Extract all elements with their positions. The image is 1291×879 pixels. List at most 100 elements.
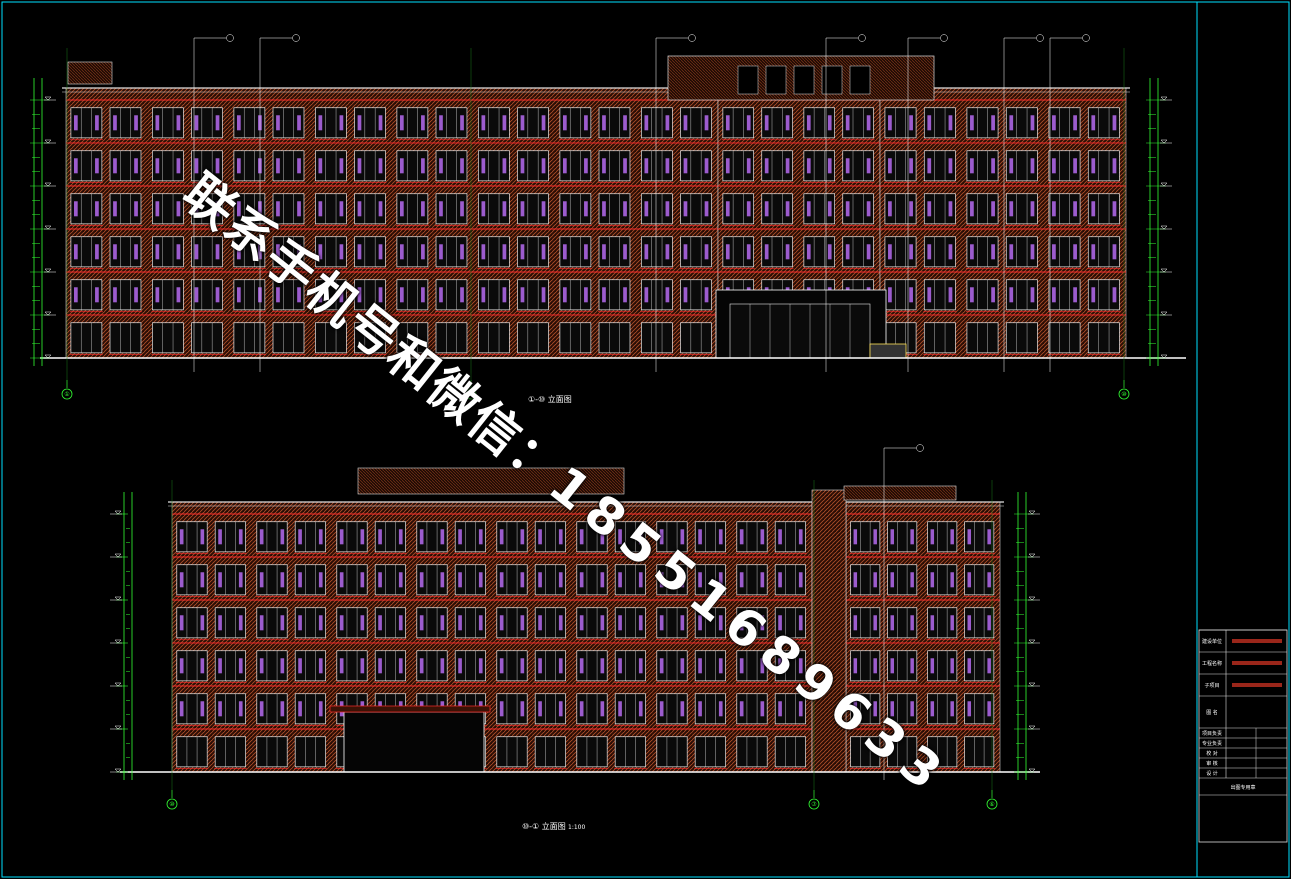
axis-bubble	[61, 388, 73, 400]
title-row-label: 校 对	[1206, 750, 1218, 757]
glass-panel	[890, 615, 895, 631]
glass-panel	[215, 115, 220, 131]
window	[272, 322, 305, 354]
callout-bubble	[1036, 34, 1044, 42]
glass-panel	[1073, 287, 1077, 303]
glass-panel	[259, 658, 264, 674]
glass-panel	[991, 201, 995, 217]
glass-panel	[259, 615, 264, 631]
glass-panel	[538, 615, 542, 631]
glass-panel	[1073, 158, 1077, 174]
glass-panel	[927, 201, 932, 217]
glass-panel	[562, 287, 567, 303]
glass-panel	[967, 658, 972, 674]
glass-panel	[378, 615, 382, 631]
glass-panel	[259, 529, 264, 545]
glass-panel	[618, 701, 622, 717]
glass-panel	[910, 572, 914, 588]
glass-panel	[827, 201, 832, 217]
glass-panel	[760, 701, 765, 717]
glass-panel	[499, 658, 504, 674]
glass-panel	[698, 701, 702, 717]
glass-panel	[298, 615, 302, 631]
glass-panel	[602, 287, 606, 303]
glass-panel	[644, 115, 649, 131]
glass-panel	[602, 201, 606, 217]
glass-panel	[155, 158, 160, 174]
title-row-label: 图 名	[1206, 709, 1218, 716]
glass-panel	[1009, 158, 1014, 174]
glass-panel	[360, 615, 365, 631]
glass-panel	[873, 658, 877, 674]
glass-panel	[866, 115, 871, 131]
glass-panel	[458, 529, 462, 545]
glass-panel	[439, 158, 443, 174]
glass-panel	[778, 658, 782, 674]
glass-panel	[1112, 244, 1117, 260]
glass-panel	[562, 158, 567, 174]
glass-panel	[179, 615, 184, 631]
glass-panel	[155, 201, 160, 217]
window	[576, 736, 608, 768]
glass-panel	[419, 658, 424, 674]
glass-panel	[698, 615, 702, 631]
glass-panel	[318, 658, 323, 674]
glass-panel	[558, 529, 563, 545]
window	[256, 736, 288, 768]
glass-panel	[439, 201, 443, 217]
link-wall	[811, 489, 847, 773]
glass-panel	[739, 701, 744, 717]
window	[598, 322, 631, 354]
window	[294, 736, 326, 768]
glass-panel	[1052, 287, 1056, 303]
glass-panel	[520, 658, 525, 674]
glass-panel	[927, 244, 932, 260]
entrance-glazing	[729, 303, 871, 359]
glass-panel	[698, 658, 702, 674]
level-symbol	[1160, 96, 1168, 101]
glass-panel	[890, 701, 895, 717]
glass-panel	[134, 158, 138, 174]
glass-panel	[909, 158, 913, 174]
glass-panel	[318, 287, 323, 303]
glass-panel	[421, 244, 425, 260]
glass-panel	[558, 572, 563, 588]
glass-panel	[558, 658, 563, 674]
glass-panel	[439, 244, 443, 260]
glass-panel	[155, 244, 160, 260]
glass-panel	[579, 615, 584, 631]
glass-panel	[481, 244, 486, 260]
glass-panel	[502, 115, 507, 131]
glass-panel	[704, 201, 709, 217]
glass-panel	[967, 615, 972, 631]
glass-panel	[339, 201, 344, 217]
glass-panel	[520, 287, 525, 303]
glass-panel	[541, 115, 546, 131]
glass-panel	[600, 529, 605, 545]
glass-panel	[704, 244, 709, 260]
glass-panel	[280, 615, 285, 631]
level-symbol	[1028, 768, 1036, 773]
glass-panel	[739, 529, 744, 545]
glass-panel	[718, 615, 723, 631]
glass-panel	[683, 201, 688, 217]
glass-panel	[1091, 201, 1096, 217]
glass-panel	[357, 244, 362, 260]
glass-panel	[499, 529, 504, 545]
glass-panel	[746, 244, 751, 260]
glass-panel	[970, 158, 974, 174]
glass-panel	[970, 201, 974, 217]
glass-panel	[948, 244, 953, 260]
glass-panel	[910, 701, 914, 717]
level-symbol	[44, 96, 52, 101]
glass-panel	[236, 115, 241, 131]
glass-panel	[725, 244, 730, 260]
glass-panel	[298, 658, 302, 674]
glass-panel	[644, 244, 649, 260]
glass-panel	[357, 115, 362, 131]
glass-panel	[360, 572, 365, 588]
glass-panel	[134, 201, 138, 217]
glass-panel	[481, 201, 486, 217]
glass-panel	[1030, 287, 1035, 303]
glass-panel	[1009, 201, 1014, 217]
